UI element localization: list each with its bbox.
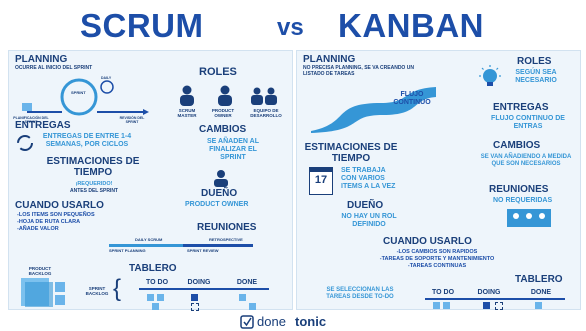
kanban-cuando-item-1: -LOS CAMBIOS SON RAPIDOS	[396, 249, 478, 255]
calendar-day: 17	[314, 174, 328, 186]
kanban-dueno-title: DUEÑO	[347, 200, 384, 211]
scrum-planning-title: PLANNING	[15, 54, 68, 65]
kanban-estimaciones-title: ESTIMACIONES DE TIEMPO	[304, 142, 398, 164]
kanban-planning-text: NO PRECISA PLANNING, SE VA CREANDO UN LI…	[303, 65, 414, 77]
scrum-entregas-title: ENTREGAS	[15, 120, 71, 131]
reunion-retrospective: RETROSPECTIVE	[209, 237, 243, 242]
sprint-cycle-diagram	[22, 78, 149, 116]
scrum-col-done: DONE	[236, 279, 258, 286]
scrum-cuando-item-3: -AÑADE VALOR	[17, 226, 59, 232]
diagram-label-sprint: SPRINT	[71, 90, 86, 95]
brand-bold: tonic	[295, 314, 327, 329]
product-backlog-label: PRODUCT BACKLOG	[28, 266, 52, 276]
task-card	[147, 294, 154, 301]
diagram-label-planning: PLANIFICACIÓN DEL SPRINT	[13, 116, 49, 124]
task-card-empty	[495, 302, 503, 310]
reunion-bar-2	[183, 244, 253, 247]
scrum-cuando-item-1: -LOS ITEMS SON PEQUEÑOS	[17, 212, 95, 218]
scrum-cambios-text: SE AÑADEN AL FINALIZAR EL SPRINT	[207, 138, 259, 162]
reunion-bar-1	[109, 244, 183, 247]
kanban-reuniones-text: NO REQUERIDAS	[493, 197, 553, 204]
kanban-planning-title: PLANNING	[303, 54, 356, 65]
scrum-roles-title: ROLES	[199, 66, 237, 78]
kanban-entregas-title: ENTREGAS	[493, 102, 549, 113]
scrum-entregas-text: ENTREGAS DE ENTRE 1-4 SEMANAS, POR CICLO…	[42, 133, 132, 149]
role-product-owner: PRODUCT OWNER	[211, 108, 235, 118]
kanban-cuando-item-3: -TAREAS CONTINUAS	[407, 263, 467, 269]
kanban-cambios-title: CAMBIOS	[493, 140, 541, 151]
scrum-dueno-title: DUEÑO	[201, 188, 238, 199]
done-check-icon	[240, 315, 254, 329]
scrum-cambios-title: CAMBIOS	[199, 124, 247, 135]
kanban-title: KANBAN	[338, 7, 484, 44]
reunion-sprint-review: SPRINT REVIEW	[187, 248, 219, 253]
kanban-reuniones-title: REUNIONES	[489, 184, 549, 195]
kanban-entregas-text: FLUJO CONTINUO DE ENTRAS	[491, 115, 565, 131]
scrum-col-todo: TO DO	[145, 279, 169, 286]
task-card	[443, 302, 450, 309]
kanban-dueno-text: NO HAY UN ROL DEFINIDO	[341, 213, 397, 229]
scrum-reuniones-title: REUNIONES	[197, 222, 257, 233]
footer-logo: done tonic	[240, 313, 360, 331]
kanban-cambios-text: SE VAN AÑADIENDO A MEDIDA QUE SON NECESA…	[480, 154, 572, 167]
kanban-col-done: DONE	[530, 289, 552, 296]
task-card	[152, 303, 159, 310]
brace-icon: {	[113, 275, 122, 302]
kanban-col-todo: TO DO	[431, 289, 455, 296]
kanban-cuando-title: CUANDO USARLO	[383, 236, 472, 247]
kanban-estimaciones-text: SE TRABAJA CON VARIOS ITEMS A LA VEZ	[341, 167, 396, 191]
scrum-tablero-title: TABLERO	[129, 263, 177, 274]
scrum-planning-subtitle: OCURRE AL INICIO DEL SPRINT	[15, 65, 93, 71]
kanban-board-line	[425, 298, 565, 300]
task-card	[239, 294, 246, 301]
task-card	[535, 302, 542, 309]
product-owner-icon	[214, 170, 228, 187]
diagram-label-review: REVISIÓN DEL SPRINT	[119, 116, 145, 124]
kanban-roles-text: SEGÚN SEA NECESARIO	[515, 69, 557, 85]
video-call-icon	[507, 209, 551, 227]
task-card-empty	[191, 303, 199, 311]
scrum-title: SCRUM	[80, 7, 204, 44]
flow-river-icon	[311, 87, 436, 133]
scrum-board-line	[139, 288, 269, 290]
task-card	[249, 303, 256, 310]
sprint-backlog-label: SPRINT BACKLOG	[85, 286, 109, 296]
task-card	[483, 302, 490, 309]
calendar-icon: 17	[309, 167, 333, 195]
scrum-dueno-text: PRODUCT OWNER	[185, 201, 249, 208]
vs-label: vs	[277, 14, 304, 41]
kanban-roles-title: ROLES	[517, 56, 552, 67]
scrum-cuando-item-2: -HOJA DE RUTA CLARA	[17, 219, 81, 225]
role-scrum-master: SCRUM MASTER	[177, 108, 197, 118]
kanban-panel: PLANNING NO PRECISA PLANNING, SE VA CREA…	[296, 50, 581, 310]
refresh-icon	[17, 135, 33, 151]
brand-light: done	[257, 314, 286, 329]
task-card	[191, 294, 198, 301]
scrum-panel: PLANNING OCURRE AL INICIO DEL SPRINT PLA…	[8, 50, 293, 311]
lightbulb-icon	[479, 65, 501, 86]
kanban-col-doing: DOING	[477, 289, 501, 296]
kanban-cuando-item-2: -TAREAS DE SOPORTE Y MANTENIMIENTO	[379, 256, 495, 262]
reunion-sprint-planning: SPRINT PLANNING	[109, 248, 146, 253]
kanban-tablero-text: SE SELECCIONAN LAS TAREAS DESDE TO-DO	[326, 287, 394, 300]
role-dev-team: EQUIPO DE DESARROLLO	[250, 108, 282, 118]
backlog-stack-icon	[21, 278, 65, 307]
scrum-estimaciones-title: ESTIMACIONES DE TIEMPO	[46, 156, 140, 178]
task-card	[157, 294, 164, 301]
scrum-estimaciones-text1: ¡REQUERIDO!	[75, 181, 113, 187]
scrum-cuando-title: CUANDO USARLO	[15, 200, 104, 211]
flujo-continuo-label: FLUJO CONTINUO	[393, 91, 431, 107]
kanban-tablero-title: TABLERO	[515, 274, 563, 285]
reunion-daily-scrum: DAILY SCRUM	[135, 237, 163, 242]
diagram-label-daily: DAILY	[101, 76, 112, 80]
roles-people-icon	[180, 85, 277, 106]
task-card	[433, 302, 440, 309]
scrum-col-doing: DOING	[187, 279, 211, 286]
scrum-estimaciones-text2: ANTES DEL SPRINT	[70, 188, 118, 194]
